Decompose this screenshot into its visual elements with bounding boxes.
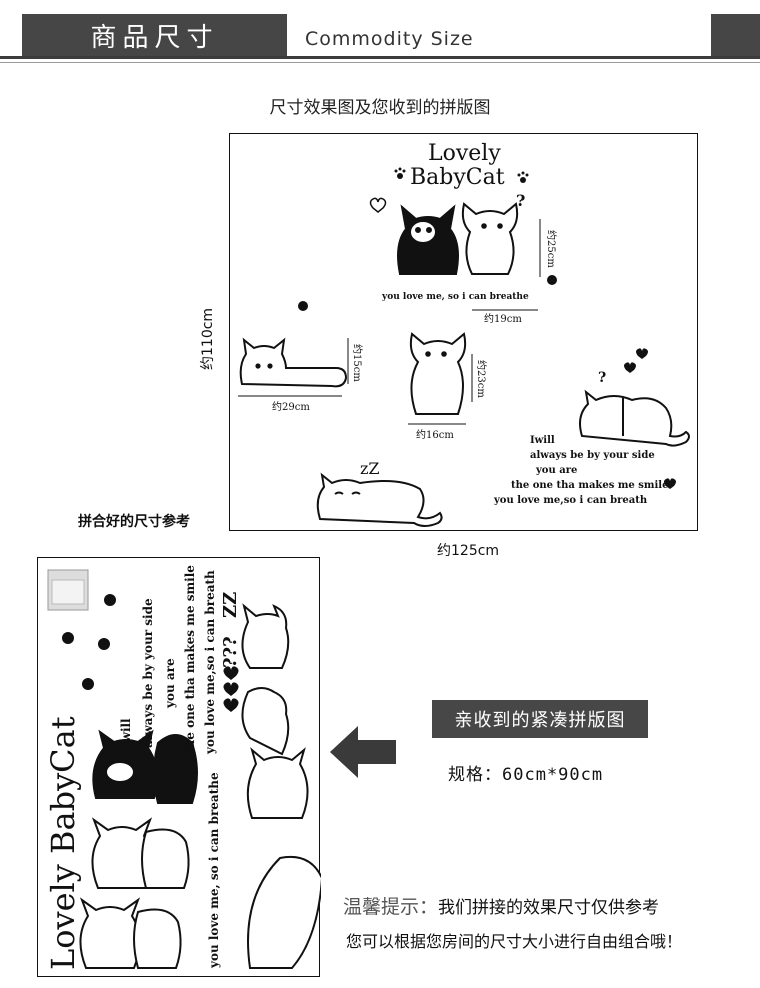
heart-icon bbox=[369, 197, 387, 213]
heart-icon bbox=[223, 666, 239, 712]
ladybug-icon bbox=[62, 594, 116, 690]
section-subtitle: Commodity Size bbox=[305, 28, 474, 50]
assembled-artwork: Lovely BabyCat ? you love me, so i can b… bbox=[238, 141, 690, 527]
tip-lead: 温馨提示： bbox=[343, 896, 439, 918]
cat-white-icon bbox=[79, 603, 324, 969]
thumbnail-photo-icon bbox=[51, 579, 85, 605]
heart-icon bbox=[624, 348, 676, 489]
paw-icon bbox=[517, 171, 529, 183]
poem-line: the one tha makes me smile bbox=[511, 480, 668, 491]
tip-line-1: 温馨提示：我们拼接的效果尺寸仅供参考 bbox=[343, 892, 659, 919]
poem-line: always be by your side bbox=[530, 450, 655, 461]
phrase-breathe: you love me, so i can breathe bbox=[381, 292, 529, 302]
poem-line: Iwill bbox=[530, 435, 555, 446]
dim-29-label: 约29cm bbox=[272, 400, 310, 413]
packed-sheet-preview: Lovely BabyCat Iwill always be by your s… bbox=[37, 557, 324, 977]
question-mark: ? bbox=[516, 191, 525, 210]
poem-line: always be by your side bbox=[141, 598, 155, 748]
header-end-block bbox=[711, 14, 760, 56]
reference-label: 拼合好的尺寸参考 bbox=[78, 514, 190, 530]
cat-white-icon bbox=[461, 202, 519, 275]
zzz-text: zZ bbox=[360, 459, 380, 478]
section-title: 商品尺寸 bbox=[22, 14, 287, 56]
cat-black-white-icon bbox=[397, 204, 459, 275]
paw-icon bbox=[394, 167, 406, 179]
sheet-artwork: Lovely BabyCat Iwill always be by your s… bbox=[44, 565, 324, 970]
poem-line: you love me,so i can breath bbox=[203, 570, 217, 755]
sheet-logo: Lovely BabyCat bbox=[44, 716, 82, 970]
tip-line-2: 您可以根据您房间的尺寸大小进行自由组合哦！ bbox=[346, 932, 683, 951]
cat-sleeping-icon bbox=[316, 472, 443, 527]
dim-19-label: 约19cm bbox=[484, 312, 522, 325]
poem-line: Iwill bbox=[119, 718, 133, 748]
header-rule-thin bbox=[0, 62, 760, 63]
arrow-left-icon bbox=[330, 726, 396, 778]
height-label: 约110cm bbox=[200, 307, 216, 370]
cat-sitting-icon bbox=[409, 332, 467, 415]
dim-15-label: 约15cm bbox=[351, 344, 364, 382]
poem-line: the one tha makes me smile bbox=[183, 565, 197, 754]
spec-text: 规格：60cm*90cm bbox=[448, 765, 604, 785]
ladybug-icon bbox=[298, 275, 557, 311]
logo-lovely: Lovely bbox=[428, 141, 501, 166]
poem-line: you love me, so i can breathe bbox=[207, 772, 221, 969]
poem-line: you are bbox=[535, 465, 577, 476]
effect-caption: 尺寸效果图及您收到的拼版图 bbox=[269, 98, 491, 118]
dim-23-label: 约23cm bbox=[475, 360, 488, 398]
header-rule bbox=[0, 56, 760, 59]
question-marks: ??? bbox=[220, 636, 241, 668]
width-label: 约125cm bbox=[437, 543, 500, 559]
assembled-preview: Lovely BabyCat ? you love me, so i can b… bbox=[229, 133, 698, 531]
tip-text-1: 我们拼接的效果尺寸仅供参考 bbox=[438, 898, 660, 918]
zzz-text: ZZ bbox=[220, 592, 241, 618]
cat-lying-icon bbox=[239, 337, 348, 388]
cat-back-icon bbox=[579, 389, 690, 447]
logo-babycat: BabyCat bbox=[410, 165, 505, 190]
poem-line: you are bbox=[163, 658, 177, 709]
question-mark: ? bbox=[598, 370, 606, 386]
packed-label: 亲收到的紧凑拼版图 bbox=[432, 700, 648, 738]
dim-16-label: 约16cm bbox=[416, 428, 454, 441]
poem-line: you love me,so i can breath bbox=[493, 495, 648, 506]
cat-black-white-icon bbox=[92, 729, 198, 804]
dim-25-label: 约25cm bbox=[545, 230, 558, 268]
